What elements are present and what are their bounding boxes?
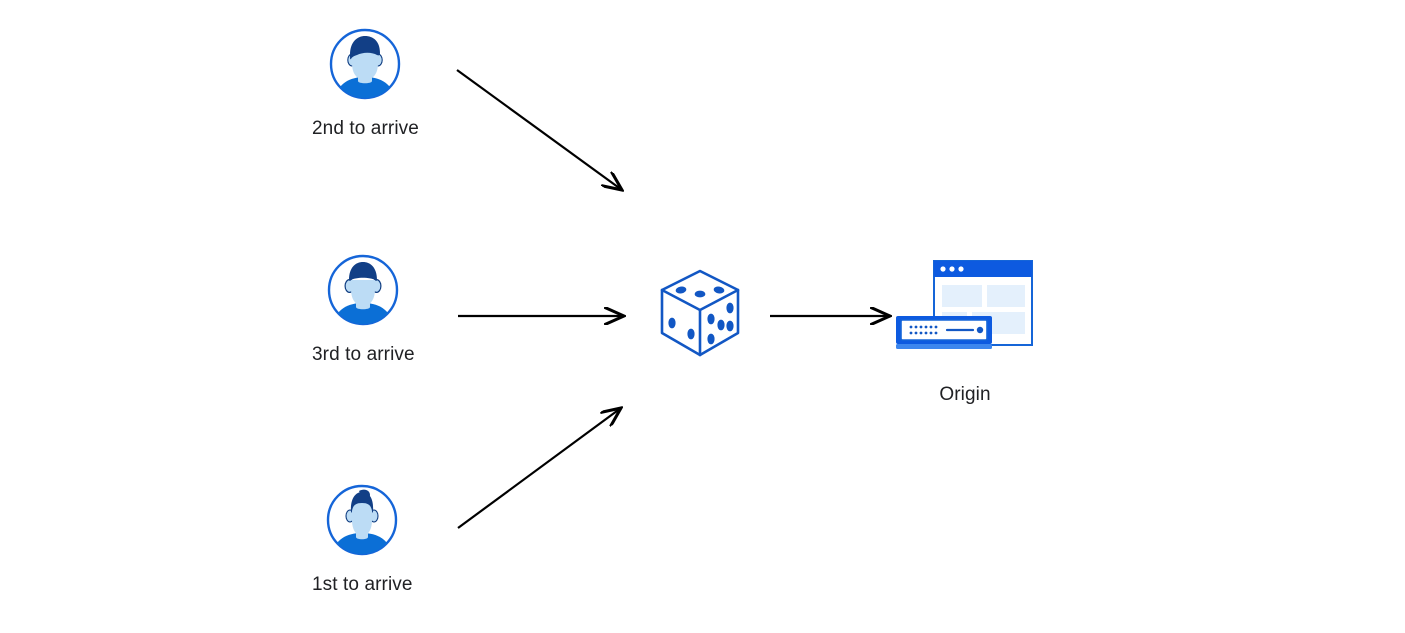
user-avatar-icon [324, 482, 400, 563]
user-avatar-icon [325, 252, 401, 333]
server-device-glyph [896, 316, 992, 349]
arrow-1st-to-dice [457, 408, 621, 529]
arrow-2nd-to-dice [456, 69, 622, 190]
origin-server-icon [890, 253, 1040, 373]
node-actor-2nd[interactable]: 2nd to arrive [312, 26, 419, 141]
node-label-actor-1st: 1st to arrive [312, 574, 413, 595]
node-origin[interactable]: Origin [890, 253, 1040, 407]
dice-icon [655, 263, 745, 368]
browser-window-glyph [933, 260, 1033, 346]
user-avatar-icon [327, 26, 403, 107]
node-actor-1st[interactable]: 1st to arrive [312, 482, 413, 597]
node-label-actor-3rd: 3rd to arrive [312, 344, 415, 365]
node-label-origin: Origin [939, 384, 991, 405]
node-actor-3rd[interactable]: 3rd to arrive [312, 252, 415, 367]
node-label-actor-2nd: 2nd to arrive [312, 118, 419, 139]
node-dice[interactable] [655, 263, 745, 368]
